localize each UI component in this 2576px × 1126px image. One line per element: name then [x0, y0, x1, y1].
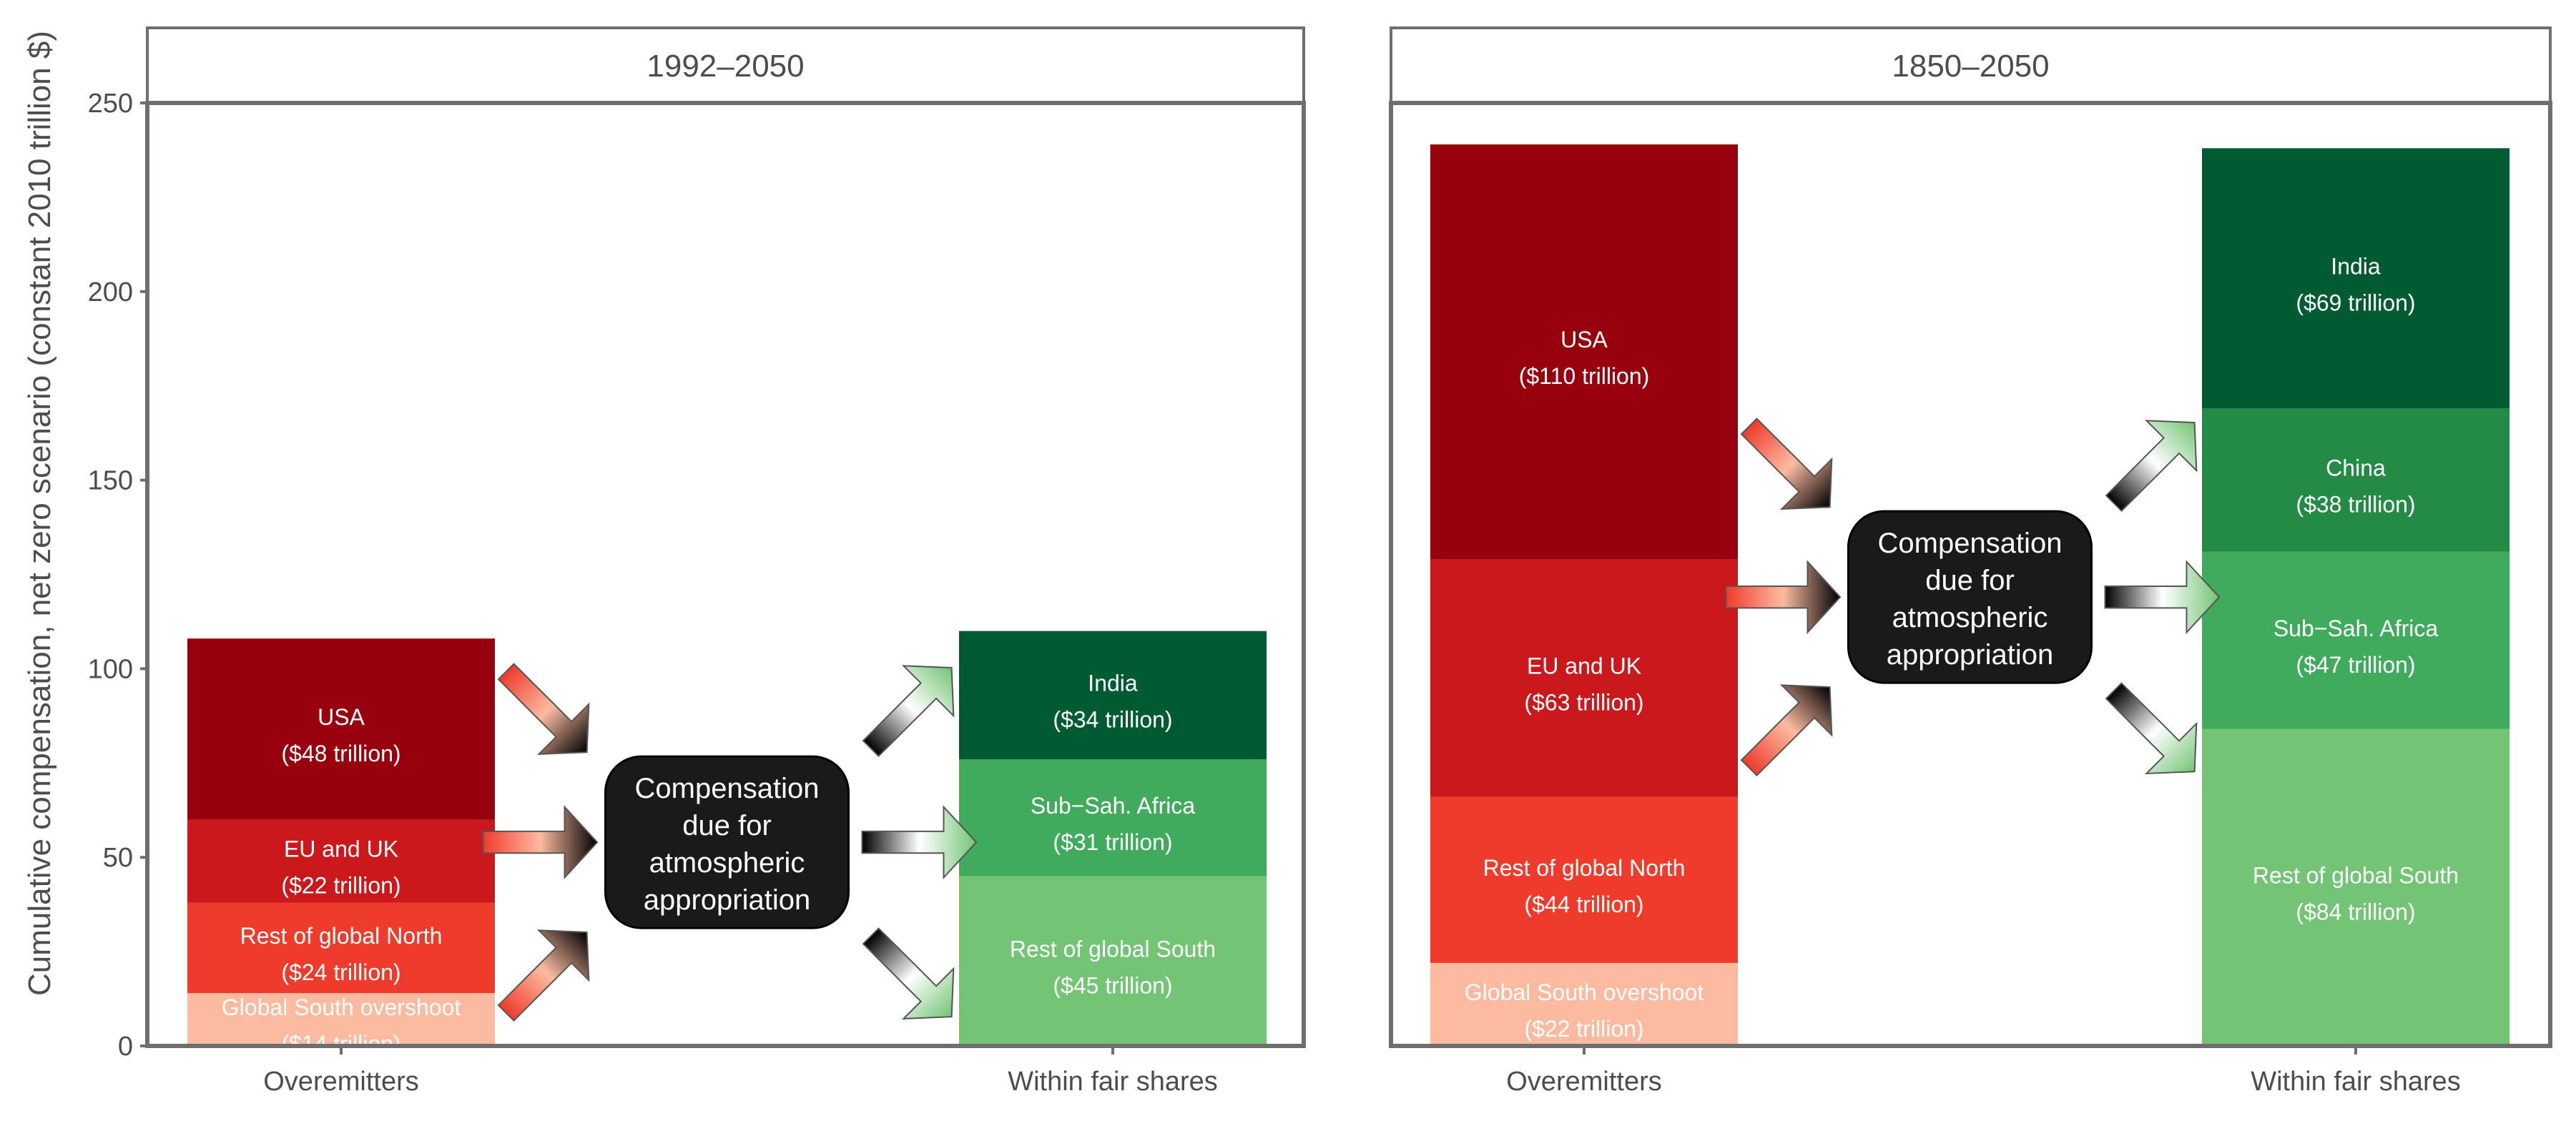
- segment-name: EU and UK: [284, 836, 398, 861]
- segment-name: India: [1088, 670, 1138, 696]
- arrow-in-middle: [1725, 560, 1842, 635]
- segment-name: Sub−Sah. Africa: [1031, 793, 1196, 819]
- bar-segment-ssa: [959, 759, 1267, 876]
- y-tick-label: 0: [118, 1032, 133, 1062]
- arrow-out-bottom: [862, 927, 955, 1019]
- arrow-in-bottom: [497, 929, 590, 1022]
- arrow-in-bottom: [1740, 684, 1833, 777]
- compensation-box: [1847, 510, 2093, 684]
- bar-segment-rest_north: [187, 902, 495, 994]
- bar-segment-eu_uk: [187, 819, 495, 903]
- compensation-box-label: appropriation: [1887, 639, 2054, 671]
- segment-value: ($63 trillion): [1524, 690, 1643, 716]
- arrow-out-bottom: [2105, 682, 2198, 775]
- segment-value: ($69 trillion): [2296, 290, 2415, 315]
- y-axis-title: Cumulative compensation, net zero scenar…: [22, 31, 57, 996]
- bar-segment-china: [2202, 408, 2509, 552]
- compensation-box-label: Compensation: [1878, 528, 2063, 559]
- compensation-box-label: appropriation: [644, 884, 811, 916]
- bar-segment-gs_overshoot: [1430, 962, 1738, 1046]
- segment-name: Sub−Sah. Africa: [2273, 616, 2439, 641]
- arrow-in-top: [497, 663, 590, 755]
- panel-header: [146, 26, 1305, 104]
- x-tick-label: Within fair shares: [2251, 1067, 2461, 1097]
- segment-value: ($34 trillion): [1053, 706, 1172, 732]
- arrow-in-middle: [482, 805, 599, 880]
- segment-name: EU and UK: [1527, 653, 1641, 679]
- segment-name: China: [2326, 455, 2386, 481]
- segment-value: ($31 trillion): [1053, 829, 1172, 855]
- x-tick-label: Within fair shares: [1008, 1067, 1218, 1097]
- segment-name: Global South overshoot: [222, 994, 461, 1020]
- x-tick-label: Overemitters: [263, 1067, 418, 1097]
- y-tick-label: 50: [103, 843, 133, 873]
- y-tick-label: 150: [88, 466, 133, 496]
- bar-segment-rest_south: [2202, 729, 2509, 1046]
- segment-value: ($48 trillion): [281, 741, 400, 766]
- panel-title: 1850–2050: [1892, 49, 2049, 84]
- segment-value: ($47 trillion): [2296, 652, 2415, 678]
- arrow-in-top: [1740, 418, 1833, 510]
- segment-value: ($24 trillion): [281, 959, 400, 985]
- compensation-box-label: Compensation: [635, 773, 820, 804]
- arrow-out-top: [862, 665, 955, 757]
- segment-name: USA: [1560, 327, 1608, 352]
- bar-segment-eu_uk: [1430, 559, 1738, 797]
- panel-border: [145, 101, 1306, 1048]
- x-tick-label: Overemitters: [1506, 1067, 1661, 1097]
- bar-segment-usa: [1430, 144, 1738, 560]
- segment-name: Global South overshoot: [1465, 979, 1704, 1005]
- bar-segment-ssa: [2202, 551, 2509, 729]
- bar-segment-india: [959, 631, 1267, 760]
- bar-segment-usa: [187, 638, 495, 820]
- segment-value: ($45 trillion): [1053, 972, 1172, 998]
- segment-value: ($22 trillion): [281, 872, 400, 898]
- segment-name: Rest of global North: [1483, 855, 1686, 881]
- segment-name: USA: [318, 704, 365, 730]
- compensation-box-label: atmospheric: [649, 847, 805, 879]
- y-tick-label: 250: [88, 89, 133, 119]
- panel-border: [1389, 101, 2552, 1048]
- compensation-box: [604, 755, 850, 929]
- bar-segment-rest_south: [959, 876, 1267, 1046]
- segment-name: Rest of global South: [2253, 862, 2459, 888]
- y-tick-label: 100: [88, 654, 133, 684]
- arrow-out-middle: [2104, 560, 2221, 635]
- bar-segment-rest_north: [1430, 796, 1738, 963]
- compensation-box-label: due for: [1925, 565, 2015, 596]
- segment-value: ($22 trillion): [1524, 1016, 1643, 1042]
- bar-segment-gs_overshoot: [187, 993, 495, 1046]
- compensation-box-label: due for: [682, 810, 772, 841]
- segment-name: Rest of global North: [240, 923, 443, 949]
- arrow-out-top: [2105, 420, 2198, 513]
- segment-value: ($84 trillion): [2296, 899, 2415, 924]
- segment-name: Rest of global South: [1010, 936, 1216, 962]
- segment-value: ($44 trillion): [1524, 892, 1643, 917]
- segment-value: ($110 trillion): [1519, 363, 1650, 389]
- segment-name: India: [2331, 253, 2381, 279]
- arrow-out-middle: [861, 805, 978, 880]
- compensation-box-label: atmospheric: [1892, 602, 2048, 633]
- bar-segment-india: [2202, 148, 2509, 409]
- panel-title: 1992–2050: [647, 49, 804, 84]
- y-tick-label: 200: [88, 277, 133, 307]
- segment-value: ($38 trillion): [2296, 492, 2415, 518]
